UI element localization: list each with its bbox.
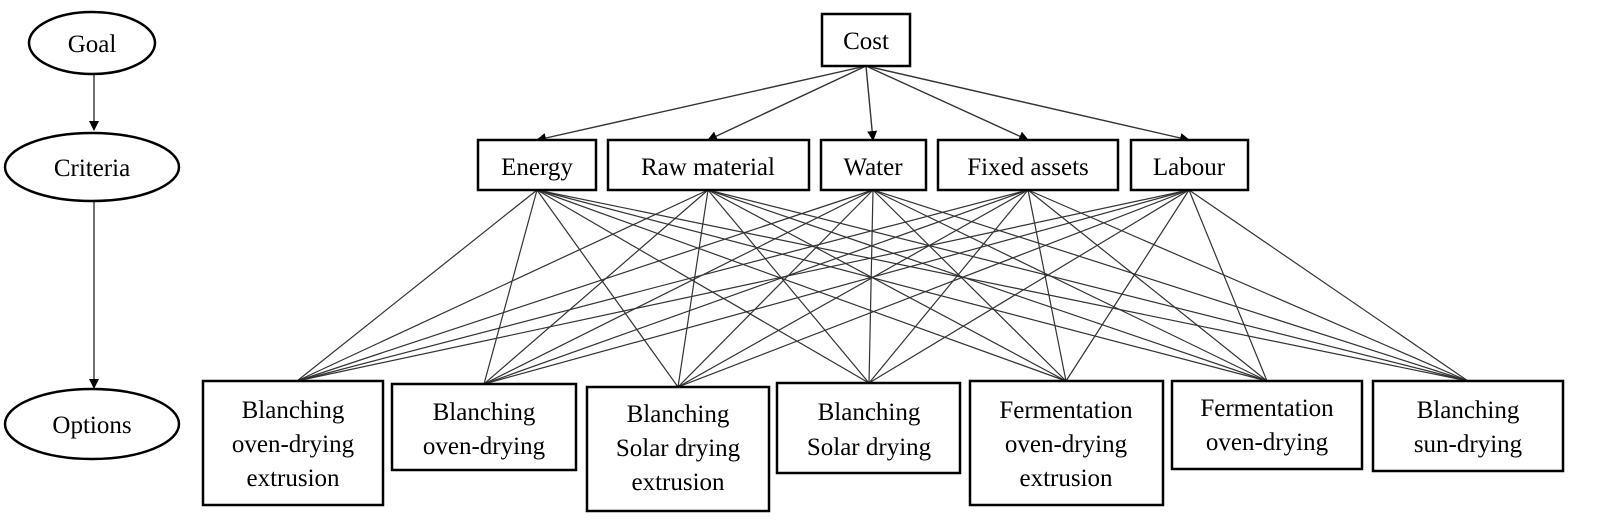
edge-criterion-1-option-7 [536, 189, 1469, 382]
goal-node: Cost [820, 12, 912, 68]
options-row: Blanching oven-drying extrusion Blanchin… [201, 379, 1565, 513]
option-node-1: Blanching oven-drying extrusion [201, 379, 385, 507]
edge-criterion-2-option-5 [707, 189, 1067, 382]
svg-text:extrusion: extrusion [1019, 465, 1113, 492]
edge-criterion-4-option-5 [1027, 189, 1067, 382]
goal-label: Cost [843, 28, 889, 55]
svg-text:Fermentation: Fermentation [1200, 395, 1334, 422]
edge-criterion-5-option-2 [483, 189, 1190, 385]
criteria-row: Energy Raw material Water Fixed assets L… [476, 138, 1250, 192]
option-node-6: Fermentation oven-drying [1170, 379, 1364, 471]
svg-text:oven-drying: oven-drying [1206, 429, 1329, 456]
svg-text:Labour: Labour [1153, 154, 1226, 181]
edge-criterion-4-option-1 [296, 189, 1029, 382]
option-node-4: Blanching Solar drying [775, 381, 962, 475]
svg-text:Water: Water [843, 154, 903, 181]
svg-text:oven-drying: oven-drying [1005, 431, 1128, 458]
svg-text:oven-drying: oven-drying [232, 431, 355, 458]
edge-criterion-5-option-3 [677, 189, 1190, 388]
edge-criterion-5-option-5 [1065, 189, 1190, 382]
legend-criteria-label: Criteria [54, 155, 130, 182]
svg-text:oven-drying: oven-drying [423, 433, 546, 460]
edge-goal-criterion-2 [707, 65, 867, 141]
edge-criterion-4-option-3 [677, 189, 1029, 388]
edge-criterion-2-option-2 [483, 189, 709, 385]
legend: Goal Criteria Options [3, 10, 181, 461]
svg-text:Solar drying: Solar drying [616, 435, 741, 462]
criterion-node-labour: Labour [1129, 138, 1250, 192]
edge-criterion-3-option-3 [677, 189, 874, 388]
svg-text:extrusion: extrusion [631, 469, 725, 496]
edge-goal-criterion-1 [536, 65, 867, 143]
svg-text:Blanching: Blanching [627, 401, 730, 428]
edge-criterion-2-option-4 [707, 189, 870, 384]
svg-text:Energy: Energy [501, 154, 573, 181]
legend-goal-node: Goal [27, 10, 157, 76]
svg-text:Fixed assets: Fixed assets [967, 154, 1089, 181]
option-node-2: Blanching oven-drying [390, 382, 578, 472]
edge-goal-criterion-4 [865, 65, 1029, 141]
edge-criterion-2-option-3 [677, 189, 709, 388]
svg-text:Solar drying: Solar drying [807, 434, 932, 461]
edge-criterion-4-option-4 [868, 189, 1029, 384]
edge-criterion-3-option-6 [872, 189, 1268, 382]
svg-text:Raw material: Raw material [641, 154, 775, 181]
edge-criterion-4-option-2 [483, 189, 1029, 385]
edge-criterion-1-option-6 [536, 189, 1268, 382]
svg-text:Blanching: Blanching [433, 399, 536, 426]
legend-goal-label: Goal [68, 31, 117, 58]
svg-text:Fermentation: Fermentation [999, 397, 1133, 424]
edge-criterion-1-option-2 [483, 189, 538, 385]
edge-criterion-5-option-4 [868, 189, 1190, 384]
svg-text:sun-drying: sun-drying [1414, 431, 1523, 458]
edge-criterion-2-option-1 [296, 189, 709, 382]
edge-criterion-5-option-7 [1188, 189, 1469, 382]
edge-criterion-3-option-4 [868, 189, 874, 384]
svg-text:Blanching: Blanching [242, 397, 345, 424]
legend-options-node: Options [3, 387, 181, 461]
edges-layer [296, 65, 1469, 388]
option-node-5: Fermentation oven-drying extrusion [968, 379, 1165, 507]
criterion-node-water: Water [819, 138, 928, 192]
edge-criterion-5-option-1 [296, 189, 1190, 382]
svg-text:Blanching: Blanching [818, 399, 921, 426]
edge-criterion-4-option-6 [1027, 189, 1268, 382]
edge-criterion-2-option-6 [707, 189, 1268, 382]
option-node-7: Blanching sun-drying [1371, 379, 1565, 473]
svg-text:extrusion: extrusion [246, 465, 340, 492]
edge-criterion-2-option-7 [707, 189, 1469, 382]
criterion-node-energy: Energy [476, 138, 598, 192]
edge-criterion-1-option-5 [536, 189, 1067, 382]
edge-criterion-1-option-3 [536, 189, 679, 388]
edge-criterion-1-option-1 [296, 189, 538, 382]
edge-criterion-5-option-6 [1188, 189, 1268, 382]
svg-text:Blanching: Blanching [1417, 397, 1520, 424]
edge-criterion-3-option-2 [483, 189, 874, 385]
option-node-3: Blanching Solar drying extrusion [585, 385, 771, 513]
legend-criteria-node: Criteria [3, 131, 181, 203]
edge-criterion-4-option-7 [1027, 189, 1469, 382]
legend-options-label: Options [52, 412, 131, 439]
edge-goal-criterion-5 [865, 65, 1190, 143]
edge-criterion-3-option-1 [296, 189, 874, 382]
edge-criterion-1-option-4 [536, 189, 870, 384]
criterion-node-fixed-assets: Fixed assets [936, 138, 1120, 192]
criterion-node-raw-material: Raw material [606, 138, 811, 192]
edge-goal-criterion-3 [865, 65, 878, 141]
